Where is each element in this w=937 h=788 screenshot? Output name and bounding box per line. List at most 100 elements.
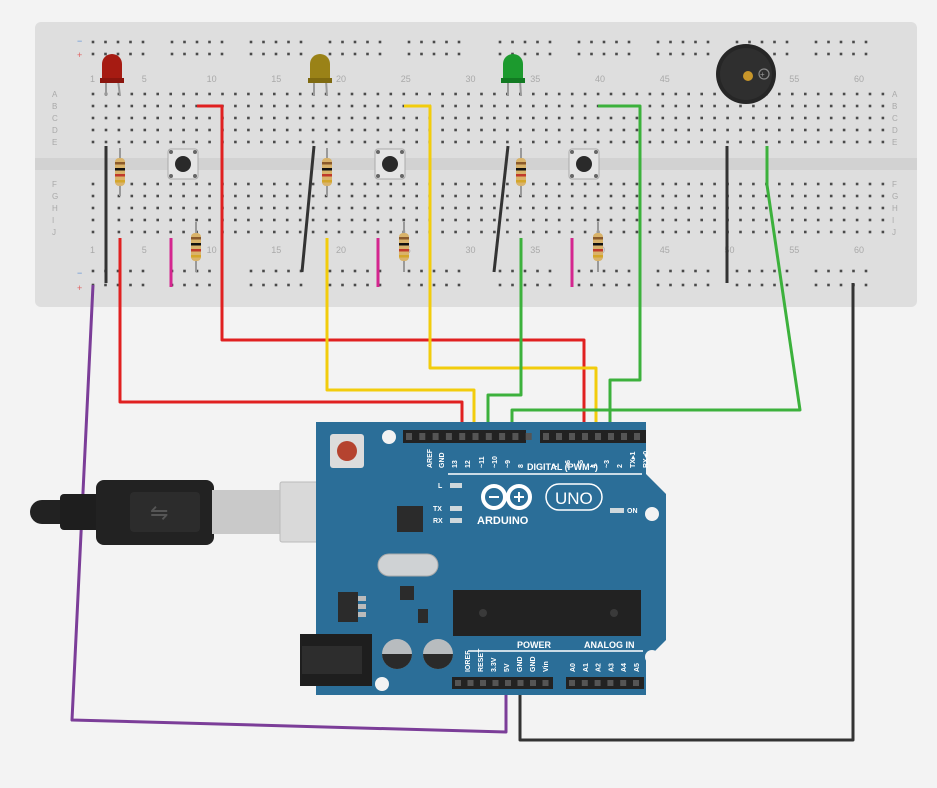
breadboard-hole — [583, 104, 587, 108]
pushbutton-3[interactable] — [568, 148, 600, 180]
wire-green-buzzer[interactable] — [510, 146, 802, 432]
reset-button[interactable] — [330, 434, 364, 468]
header-pin[interactable] — [556, 433, 562, 440]
header-pin[interactable] — [569, 680, 575, 686]
resistor-3[interactable] — [322, 148, 332, 196]
rail-hole — [432, 269, 436, 273]
breadboard-hole — [622, 182, 626, 186]
header-pin[interactable] — [512, 433, 519, 440]
breadboard-hole — [765, 206, 768, 210]
header-pin[interactable] — [543, 433, 549, 440]
header-pin[interactable] — [634, 433, 640, 440]
header-pin[interactable] — [581, 680, 588, 686]
wire-green-led[interactable] — [486, 238, 523, 432]
wire-yellow-led[interactable] — [325, 238, 476, 432]
header-pin[interactable] — [525, 433, 532, 440]
header-pin[interactable] — [620, 680, 627, 686]
wire-red-led[interactable] — [118, 238, 464, 432]
breadboard[interactable]: 1155101015152020252530303535404045455050… — [35, 22, 917, 307]
header-pin[interactable] — [445, 433, 452, 440]
resistor-4[interactable] — [399, 222, 409, 272]
header-pin[interactable] — [480, 680, 486, 686]
wire-black-led-green[interactable] — [492, 145, 510, 273]
wire-black-led-yellow[interactable] — [300, 145, 316, 273]
rail-hole — [748, 40, 751, 44]
resistor-1[interactable] — [115, 148, 125, 196]
breadboard-hole — [441, 140, 444, 144]
rail-hole — [170, 40, 174, 44]
header-pin[interactable] — [467, 680, 474, 686]
header-pin[interactable] — [530, 680, 536, 686]
header-pin[interactable] — [406, 433, 412, 440]
breadboard-hole — [570, 128, 574, 132]
digital-header[interactable] — [406, 433, 640, 440]
breadboard-hole — [285, 194, 289, 198]
usb-cable[interactable]: ⇋ — [30, 480, 333, 545]
wire-green-button[interactable] — [598, 104, 642, 432]
led-green[interactable] — [501, 54, 525, 97]
resistor-6[interactable] — [593, 222, 603, 272]
wire-yellow-button[interactable] — [404, 104, 598, 432]
header-pin[interactable] — [542, 680, 549, 686]
header-pin[interactable] — [594, 680, 601, 686]
header-pin[interactable] — [633, 680, 639, 686]
row-label: D — [52, 126, 58, 135]
header-pin[interactable] — [492, 680, 499, 686]
breadboard-hole — [182, 206, 185, 210]
header-pin[interactable] — [419, 433, 426, 440]
breadboard-hole — [713, 116, 716, 120]
breadboard-hole — [635, 218, 639, 222]
breadboard-hole — [791, 104, 794, 108]
header-pin[interactable] — [621, 433, 627, 440]
breadboard-hole — [661, 116, 665, 120]
header-pin[interactable] — [569, 433, 575, 440]
header-pin[interactable] — [472, 433, 479, 440]
rail-hole — [183, 283, 186, 287]
power-header[interactable] — [455, 680, 639, 686]
led-yellow[interactable] — [308, 54, 332, 97]
header-pin[interactable] — [485, 433, 492, 440]
breadboard-hole — [687, 230, 690, 234]
breadboard-hole — [169, 116, 172, 120]
rail-hole — [457, 40, 461, 44]
breadboard-hole — [273, 140, 276, 144]
piezo-buzzer[interactable]: + — [716, 44, 776, 104]
breadboard-hole — [298, 230, 302, 234]
rail-hole — [694, 269, 697, 273]
pushbutton-2[interactable] — [374, 148, 406, 180]
breadboard-hole — [234, 194, 237, 198]
resistor-5[interactable] — [516, 148, 526, 196]
rail-hole — [590, 283, 593, 287]
rail-hole — [511, 40, 514, 44]
breadboard-hole — [557, 230, 561, 234]
pushbutton-1[interactable] — [167, 148, 199, 180]
header-pin[interactable] — [517, 680, 524, 686]
header-pin[interactable] — [582, 433, 588, 440]
breadboard-hole — [713, 230, 716, 234]
breadboard-hole — [195, 116, 198, 120]
header-pin[interactable] — [595, 433, 601, 440]
rail-hole — [208, 269, 211, 273]
header-pin[interactable] — [455, 680, 461, 686]
header-pin[interactable] — [432, 433, 439, 440]
wire-red-button[interactable] — [197, 104, 586, 432]
breadboard-hole — [91, 182, 95, 186]
header-pin[interactable] — [505, 680, 511, 686]
column-label: 35 — [530, 245, 540, 255]
header-pin[interactable] — [607, 680, 614, 686]
column-label: 30 — [466, 245, 476, 255]
header-pin[interactable] — [608, 433, 614, 440]
breadboard-hole — [791, 230, 794, 234]
header-pin[interactable] — [459, 433, 466, 440]
breadboard-hole — [622, 194, 626, 198]
rail-hole — [341, 52, 344, 56]
wire-black-gnd[interactable] — [518, 283, 855, 742]
led-red[interactable] — [100, 54, 124, 97]
rail-hole — [116, 40, 120, 44]
header-pin[interactable] — [499, 433, 506, 440]
resistor-2[interactable] — [191, 222, 201, 272]
breadboard-hole — [726, 128, 729, 132]
